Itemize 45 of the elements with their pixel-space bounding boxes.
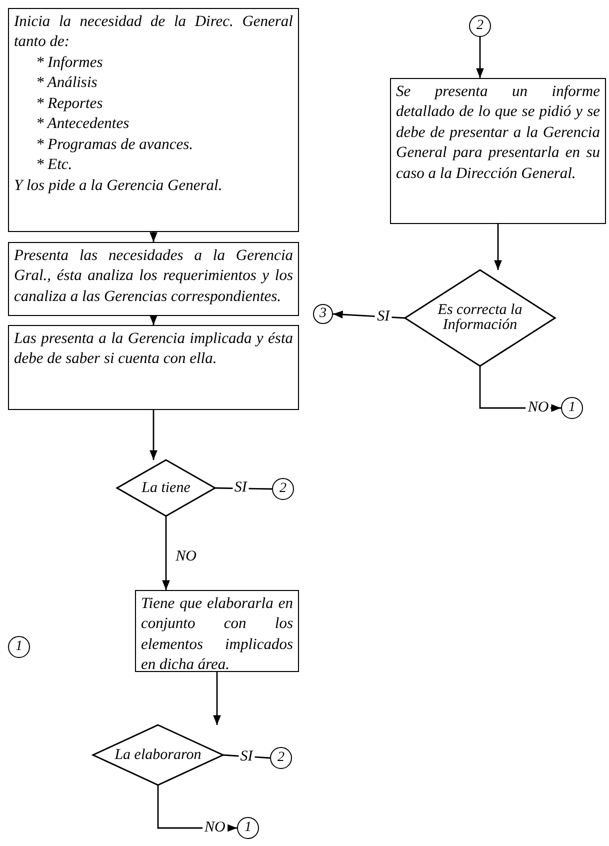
connector-number: 3 xyxy=(320,307,326,321)
step-text: La tiene xyxy=(142,480,190,496)
arrow xyxy=(150,315,158,325)
connector-circle xyxy=(8,636,30,658)
connector-number: 2 xyxy=(280,482,286,496)
connector-circle xyxy=(469,15,491,37)
arrow xyxy=(476,37,484,78)
step-text: Y los pide a la Gerencia General. xyxy=(14,176,224,196)
connector-circle xyxy=(313,304,333,324)
arrow xyxy=(494,224,502,270)
arrow xyxy=(332,310,406,319)
step-text: Se presenta un informe detallado de lo que se pidió y se debe de presentar a la Gerencia General para presentarla en su caso a la Dirección General. xyxy=(396,82,600,184)
connector-number: 1 xyxy=(244,821,252,835)
connector-circle xyxy=(270,747,292,769)
connector-number: 2 xyxy=(476,19,484,33)
arrow xyxy=(150,410,158,460)
step-text: La elaboraron xyxy=(114,748,202,762)
step-text: * Análisis xyxy=(35,73,98,94)
step-text: Tiene que elaborarla en conjunto con los elementos implicados en dicha área. xyxy=(141,594,293,676)
step-text: Las presenta a la Gerencia implicada y ésta debe de saber si cuenta con ella. xyxy=(14,329,293,370)
step-text: Es correcta la Información xyxy=(436,303,524,333)
edge-label: SI xyxy=(238,749,255,764)
step-text: * Reportes xyxy=(35,94,104,114)
connector-number: 2 xyxy=(278,751,284,765)
step-text: Inicia la necesidad de la Direc. General tanto de: xyxy=(14,12,293,52)
arrow xyxy=(213,672,221,725)
step-text: * Etc. xyxy=(35,155,74,176)
connector-circle xyxy=(272,478,294,500)
process-box xyxy=(8,325,299,410)
connector-number: 1 xyxy=(16,640,22,654)
connector-line xyxy=(222,754,270,759)
process-box xyxy=(8,8,299,232)
process-box xyxy=(390,78,606,224)
step-text: * Programas de avances. xyxy=(35,134,194,155)
connector-circle xyxy=(237,817,259,839)
process-box xyxy=(135,590,299,672)
arrow xyxy=(162,516,170,590)
step-text: * Informes xyxy=(35,52,104,73)
connector-number: 1 xyxy=(568,401,576,415)
process-box xyxy=(8,242,299,316)
connector-line xyxy=(214,487,272,490)
step-text: * Antecedentes xyxy=(35,114,130,134)
arrow xyxy=(150,232,158,242)
step-text: Presenta las necesidades a la Gerencia Gral., ésta analiza los requerimientos y los canaliza a las Gerencias correspondientes. xyxy=(14,246,293,307)
connector-circle xyxy=(561,397,583,419)
